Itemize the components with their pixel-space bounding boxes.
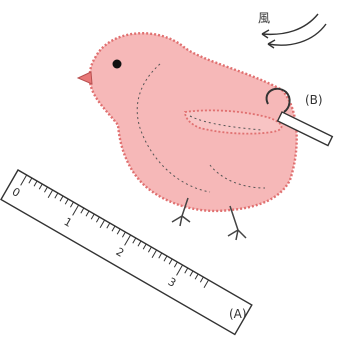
chick-eye [113, 60, 122, 69]
wind-label: 風 [258, 11, 270, 25]
wind-arrows [262, 14, 326, 48]
label-a: (A) [229, 307, 247, 321]
label-b: (B) [305, 93, 323, 107]
chick-beak [78, 72, 92, 84]
chick [78, 33, 297, 240]
wind-arrow-1 [262, 14, 318, 34]
